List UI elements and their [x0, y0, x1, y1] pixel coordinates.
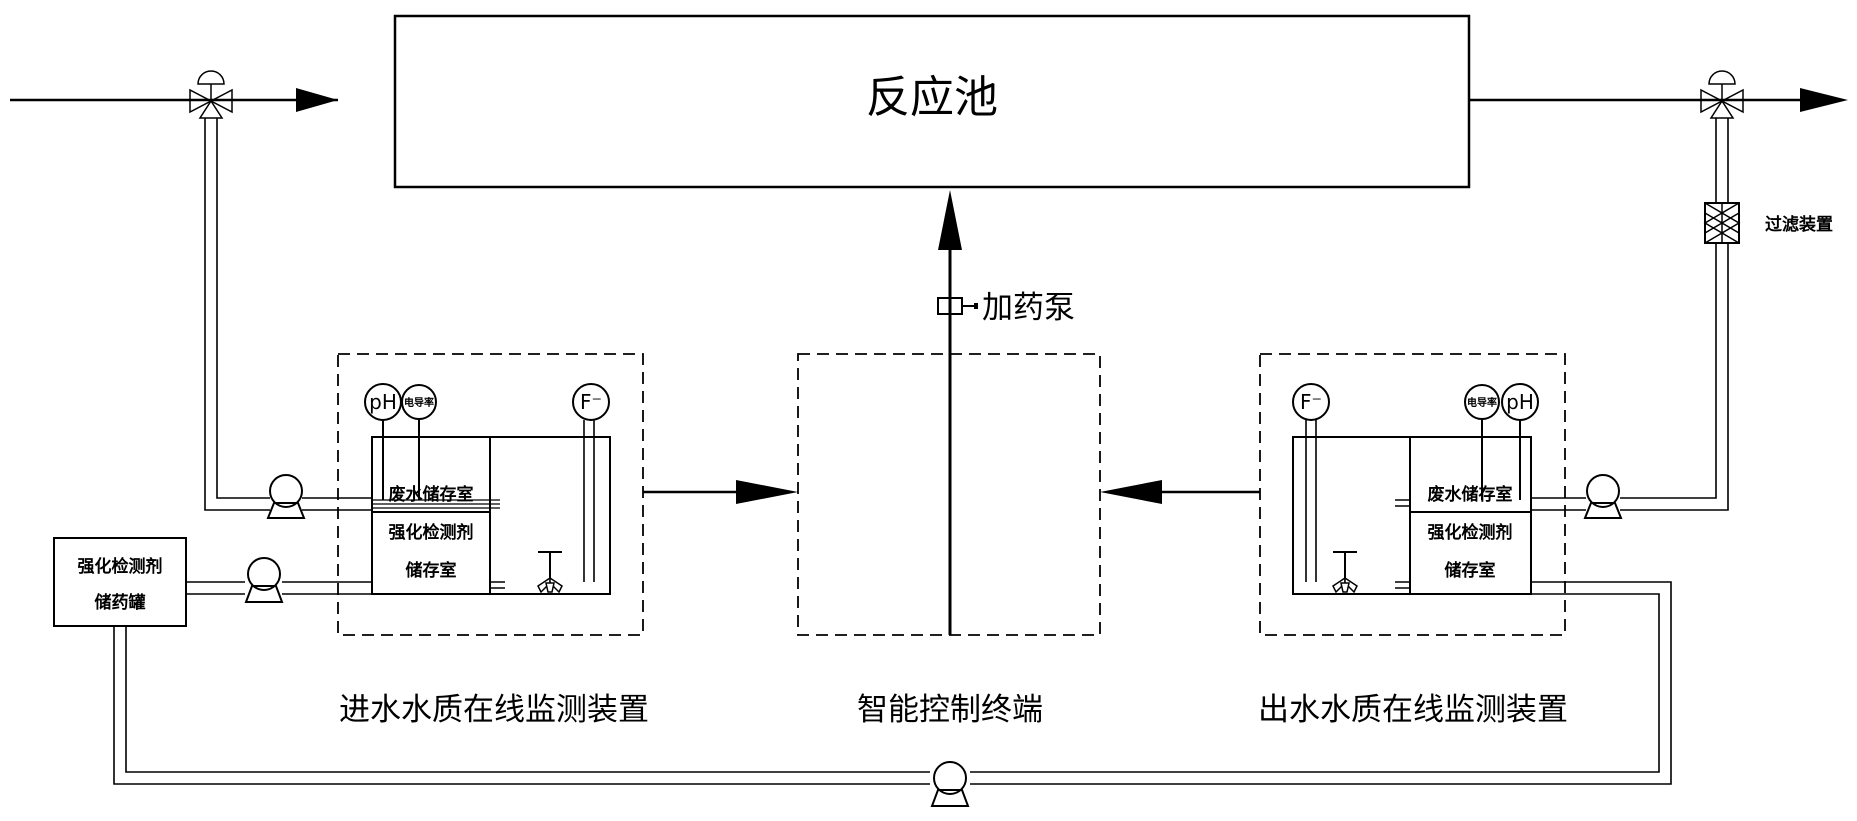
inlet-valve-icon [189, 70, 233, 119]
outlet-reagent-chamber-label-line1: 强化检测剂 [1428, 522, 1513, 543]
outlet-wastewater-chamber-label: 废水储存室 [1428, 484, 1513, 505]
svg-text:pH: pH [369, 390, 397, 414]
inlet-sampling-pipe [204, 118, 500, 511]
control-terminal-label: 智能控制终端 [857, 692, 1043, 728]
outlet-stirrer-icon [1332, 551, 1358, 594]
svg-text:F⁻: F⁻ [1300, 390, 1322, 414]
inlet-reagent-chamber-label-line1: 强化检测剂 [389, 522, 474, 543]
outlet-sampling-pump-icon [1583, 474, 1623, 519]
inlet-stirrer-icon [537, 551, 563, 594]
outlet-monitor-label: 出水水质在线监测装置 [1258, 692, 1568, 728]
outlet-monitor-tank [1292, 436, 1532, 595]
outlet-sampling-pipe [1531, 118, 1729, 511]
inlet-sampling-pump-icon [266, 474, 306, 519]
reactor-label: 反应池 [866, 72, 998, 123]
outlet-ph-sensor-icon: pH [1501, 383, 1539, 500]
inlet-main-pipe [10, 88, 338, 112]
outlet-fluoride-sensor-icon: F⁻ [1292, 383, 1330, 582]
outlet-monitor-enclosure [1259, 353, 1566, 636]
filter-label: 过滤装置 [1765, 214, 1833, 235]
inlet-fluoride-sensor-icon: F⁻ [572, 383, 610, 582]
outlet-reagent-chamber-label-line2: 储存室 [1445, 560, 1496, 581]
outlet-main-pipe [1469, 88, 1848, 112]
inlet-reagent-chamber-label-line2: 储存室 [406, 560, 457, 581]
inlet-monitor-label: 进水水质在线监测装置 [339, 692, 649, 728]
svg-text:电导率: 电导率 [1467, 396, 1497, 409]
inlet-ph-sensor-icon: pH [364, 383, 402, 500]
inlet-wastewater-chamber-label: 废水储存室 [389, 484, 474, 505]
svg-text:pH: pH [1506, 390, 1534, 414]
filter-icon [1703, 202, 1741, 244]
outlet-to-terminal-arrow [1100, 480, 1260, 504]
reagent-feed-pipe [186, 581, 372, 595]
svg-text:电导率: 电导率 [404, 396, 434, 409]
outlet-valve-icon [1700, 70, 1744, 119]
reagent-feed-pump-icon [244, 557, 284, 603]
reactor-tank [393, 14, 1471, 189]
inlet-to-terminal-arrow [643, 480, 798, 504]
reagent-return-pipe [113, 581, 1672, 785]
outlet-conductivity-sensor-icon: 电导率 [1464, 384, 1500, 500]
reagent-tank-label-line1: 强化检测剂 [78, 556, 163, 577]
svg-text:F⁻: F⁻ [580, 390, 602, 414]
dosing-pump-icon [937, 297, 978, 315]
inlet-conductivity-sensor-icon: 电导率 [401, 384, 437, 500]
terminal-to-reactor-arrow [938, 190, 962, 250]
dosing-pump-label: 加药泵 [982, 290, 1075, 326]
reagent-return-pump-icon [930, 761, 970, 807]
reagent-tank-label-line2: 储药罐 [95, 592, 146, 613]
inlet-monitor-enclosure [337, 353, 644, 636]
